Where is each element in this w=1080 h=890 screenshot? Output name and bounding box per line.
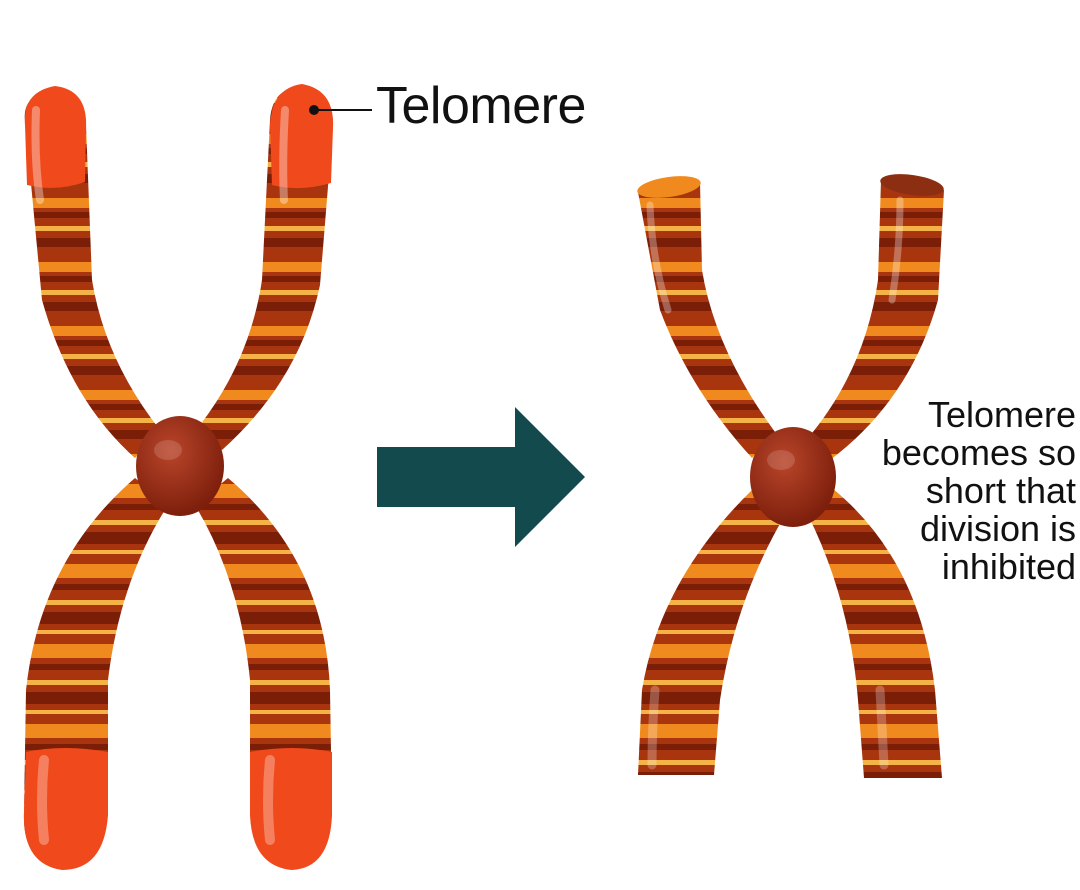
note-line-4: division is [919,508,1076,549]
chromosome-shortened [637,174,944,778]
chromosome-normal [23,84,372,870]
short-arm-upper-left [638,182,775,458]
short-arm-upper-right [808,180,944,460]
telomere-label: Telomere [376,77,586,135]
telomere-shortening-note: Telomere becomes so short that division … [846,396,1076,586]
note-line-1: Telomere [927,394,1076,435]
note-line-2: becomes so [881,432,1076,473]
right-arrow-icon [377,407,585,547]
short-arm-lower-right [808,488,942,778]
note-line-3: short that [925,470,1076,511]
telomere-cap-upper-left [24,86,87,188]
note-line-5: inhibited [941,546,1076,587]
centromere-shortened [750,427,836,527]
short-arm-lower-left [638,490,785,775]
telomere-cap-lower-left [23,748,108,870]
telomere-cap-lower-right [250,748,332,870]
centromere-normal [136,416,224,516]
cut-end-upper-left [637,176,701,198]
cut-end-upper-right [880,174,944,196]
